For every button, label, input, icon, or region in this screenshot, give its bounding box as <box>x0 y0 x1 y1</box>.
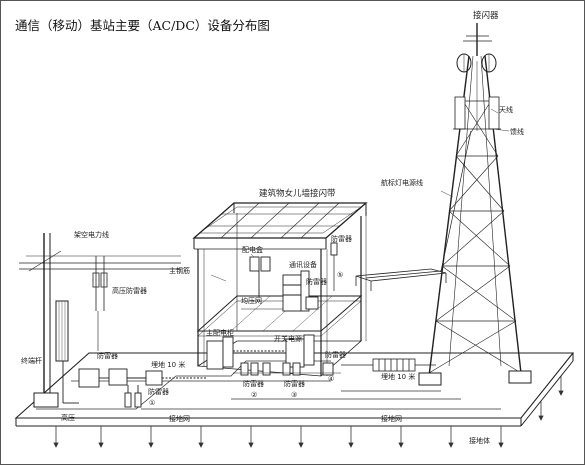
label-circ-1: ① <box>149 399 155 407</box>
label-arrester-3: 防雷器 <box>284 379 305 388</box>
label-terminal-pole: 终端杆 <box>21 356 42 365</box>
label-circ-3: ③ <box>291 391 297 399</box>
label-overhead-line: 架空电力线 <box>74 230 109 239</box>
label-arrester-5: 防雷器 <box>306 277 327 286</box>
label-circ-5: ⑤ <box>337 271 343 279</box>
label-aviation-light-cable: 航标灯电源线 <box>381 178 423 187</box>
label-lightning-rod: 接闪器 <box>473 10 499 21</box>
label-switch-power: 开关电源 <box>274 334 302 343</box>
label-roof-belt: 建筑物女儿墙接闪带 <box>259 188 336 199</box>
label-antenna: 天线 <box>499 105 513 114</box>
hv-boxes <box>62 361 206 408</box>
label-ground-grid-left: 接地网 <box>169 414 190 423</box>
label-arrester-1: 防雷器 <box>148 387 169 396</box>
communication-tower <box>418 23 532 386</box>
buried-cable-right <box>341 358 436 372</box>
label-ground-body: 接地体 <box>469 436 490 445</box>
label-arrester-4: 防雷器 <box>325 350 346 359</box>
leader-lines <box>210 108 510 282</box>
label-feeder: 馈线 <box>510 127 524 136</box>
label-lp-net: 均压网 <box>241 296 262 305</box>
label-arrester-1-top: 防雷器 <box>97 351 118 360</box>
label-buried-10m-right: 埋地 10 米 <box>381 372 415 381</box>
label-arrester-top: 防雷器 <box>331 234 352 243</box>
building-equipment <box>206 241 341 376</box>
label-buried-10m-left: 埋地 10 米 <box>151 360 185 369</box>
feeder-bridge <box>355 268 447 291</box>
ground-platform <box>14 352 575 427</box>
label-comm-equipment: 通讯设备 <box>289 260 317 269</box>
label-circ-4: ④ <box>328 375 334 383</box>
label-circ-2: ② <box>251 391 257 399</box>
label-main-rebar: 主钢筋 <box>169 266 190 275</box>
diagram-title: 通信（移动）基站主要（AC/DC）设备分布图 <box>15 18 270 33</box>
building <box>192 202 368 377</box>
label-hv: 高压 <box>61 413 75 422</box>
label-hv-arrester: 高压防雷器 <box>112 286 147 295</box>
overhead-power-line <box>19 233 181 396</box>
label-ground-grid-right: 接地网 <box>381 414 402 423</box>
label-distribution-box: 配电盒 <box>242 245 263 254</box>
label-arrester-2: 防雷器 <box>243 379 264 388</box>
terminal-pole <box>33 300 69 408</box>
earthing-rods <box>53 376 564 448</box>
label-main-dist-cabinet: 主配电柜 <box>206 328 234 337</box>
